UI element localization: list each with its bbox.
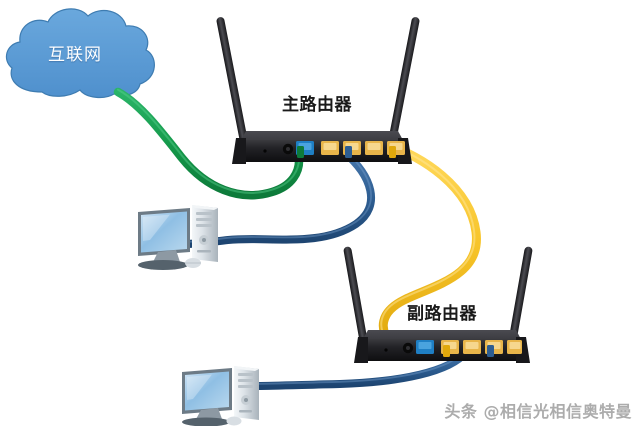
- port-lan-2: [463, 340, 481, 354]
- tower-case: [234, 366, 259, 420]
- port-wan: [416, 340, 434, 354]
- sub-router-label: 副路由器: [407, 304, 477, 324]
- lcd-monitor: [138, 208, 190, 270]
- reset-pinhole: [263, 149, 267, 153]
- mouse: [185, 258, 201, 268]
- reset-pinhole: [384, 348, 388, 352]
- main-router-label: 主路由器: [282, 95, 352, 115]
- plug-green: [297, 146, 304, 158]
- port-lan-3: [365, 141, 383, 155]
- port-power-jack: [402, 342, 414, 354]
- device-computer-2: [182, 366, 259, 426]
- cable-sub-lan-to-pc2: [254, 348, 470, 390]
- port-lan-4: [507, 340, 522, 354]
- watermark-text: 头条 @相信光相信奥特曼: [444, 402, 632, 421]
- internet-cloud: [5, 8, 155, 99]
- cable-internet-to-main-wan: [113, 87, 304, 200]
- device-sub-router: [343, 246, 533, 363]
- mouse: [226, 416, 242, 426]
- device-computer-1: [138, 205, 218, 270]
- port-lan-1: [321, 141, 339, 155]
- plug-yellow: [443, 345, 450, 357]
- port-power-jack: [282, 143, 294, 155]
- lcd-monitor: [182, 368, 232, 426]
- antenna-right-icon: [388, 17, 420, 143]
- antenna-left-icon: [216, 17, 248, 143]
- plug-yellow: [389, 146, 396, 158]
- cable-main-lan-to-sub-lan: [378, 141, 481, 349]
- plug-blue: [487, 345, 494, 357]
- antenna-left-icon: [343, 246, 369, 350]
- plug-blue: [345, 146, 352, 158]
- tower-case: [192, 205, 218, 262]
- device-main-router: [216, 17, 420, 164]
- antenna-right-icon: [507, 246, 533, 350]
